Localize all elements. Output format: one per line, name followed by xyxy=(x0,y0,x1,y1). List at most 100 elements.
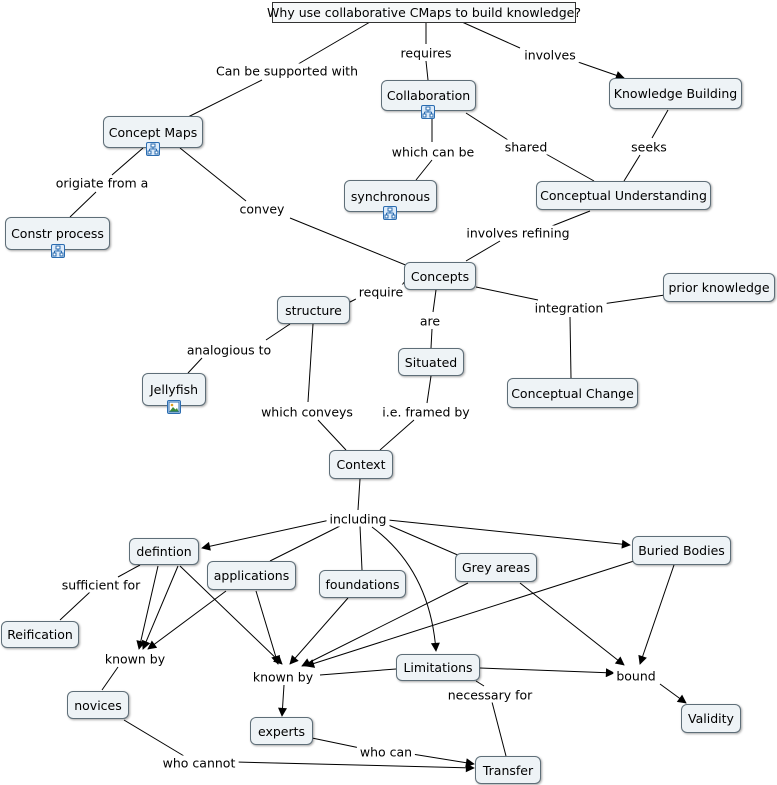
node-conceptual-change[interactable]: Conceptual Change xyxy=(507,378,638,408)
link-line xyxy=(623,154,641,182)
link-label-ie-framed-by: i.e. framed by xyxy=(379,404,473,420)
node-label: Conceptual Understanding xyxy=(540,188,707,203)
link-label-involves: involves xyxy=(521,47,579,63)
link-line xyxy=(187,79,263,118)
node-label: Collaboration xyxy=(386,88,471,103)
node-label: Why use collaborative CMaps to build kno… xyxy=(267,5,581,20)
link-line xyxy=(265,323,291,341)
link-line xyxy=(278,684,288,717)
node-situated[interactable]: Situated xyxy=(398,348,464,376)
concept-map-icon[interactable] xyxy=(51,244,65,258)
link-line xyxy=(142,565,179,650)
node-reification[interactable]: Reification xyxy=(1,621,79,648)
link-line xyxy=(59,591,91,621)
link-line xyxy=(179,147,247,202)
link-line xyxy=(551,210,591,227)
link-line xyxy=(289,597,349,665)
node-label: structure xyxy=(285,302,342,318)
node-label: Jellyfish xyxy=(149,382,199,397)
link-label-requires: requires xyxy=(397,45,455,61)
link-label-who-can: who can xyxy=(356,744,416,760)
link-label-require: require xyxy=(355,284,407,300)
node-label: Reification xyxy=(7,627,73,642)
concept-map-icon[interactable] xyxy=(421,105,435,119)
link-label-involves-refining: involves refining xyxy=(463,225,573,241)
link-label-which-can-be: which can be xyxy=(388,144,478,160)
node-label: novices xyxy=(74,697,122,713)
link-line xyxy=(379,419,415,451)
node-label: foundations xyxy=(325,576,400,592)
node-concepts[interactable]: Concepts xyxy=(404,262,476,290)
concept-map-icon[interactable] xyxy=(383,206,397,220)
node-label: Concept Maps xyxy=(108,124,198,140)
image-icon[interactable] xyxy=(167,400,181,414)
link-line xyxy=(425,60,429,81)
root-question-node[interactable]: Why use collaborative CMaps to build kno… xyxy=(267,2,581,23)
node-label: Conceptual Change xyxy=(511,385,634,401)
node-applications[interactable]: applications xyxy=(207,561,296,590)
link-line xyxy=(179,565,283,665)
node-validity[interactable]: Validity xyxy=(681,704,741,733)
node-novices[interactable]: novices xyxy=(67,691,129,719)
link-line xyxy=(519,582,625,666)
link-line xyxy=(301,582,469,667)
node-label: prior knowledge xyxy=(668,280,770,295)
link-line xyxy=(359,525,363,571)
node-foundations[interactable]: foundations xyxy=(319,570,406,598)
link-line xyxy=(317,419,347,451)
node-grey-areas[interactable]: Grey areas xyxy=(455,553,537,582)
link-label-bound: bound xyxy=(613,668,659,684)
link-label-convey: convey xyxy=(236,201,288,217)
link-line xyxy=(117,564,141,578)
link-line xyxy=(659,683,687,704)
node-conceptual-understanding[interactable]: Conceptual Understanding xyxy=(536,181,711,210)
node-transfer[interactable]: Transfer xyxy=(475,756,541,784)
link-label-known-by-novices: known by xyxy=(101,651,169,667)
link-label-necessary-for: necessary for xyxy=(444,687,536,703)
node-prior-knowledge[interactable]: prior knowledge xyxy=(663,273,775,302)
node-label: synchronous xyxy=(350,188,431,204)
link-line xyxy=(357,478,361,511)
link-line xyxy=(461,21,521,49)
node-label: Concepts xyxy=(410,268,470,284)
node-label: Situated xyxy=(404,354,458,370)
link-line xyxy=(387,519,631,549)
link-line xyxy=(255,590,280,665)
link-line xyxy=(426,375,432,404)
node-label: experts xyxy=(257,723,306,739)
link-line xyxy=(415,159,433,181)
node-label: Knowledge Building xyxy=(613,86,738,101)
link-line xyxy=(69,191,97,218)
node-label: Limitations xyxy=(403,660,473,675)
node-definition[interactable]: defintion xyxy=(129,538,199,565)
link-line xyxy=(101,666,119,691)
node-experts[interactable]: experts xyxy=(250,717,313,745)
link-label-are: are xyxy=(416,313,444,329)
node-limitations[interactable]: Limitations xyxy=(396,654,480,681)
link-line xyxy=(235,761,475,773)
concept-map-icon[interactable] xyxy=(146,142,160,156)
link-line xyxy=(638,564,675,665)
node-buried-bodies[interactable]: Buried Bodies xyxy=(632,536,731,565)
node-context[interactable]: Context xyxy=(329,450,393,479)
link-label-including: including xyxy=(326,511,390,527)
link-line xyxy=(430,328,433,349)
node-structure[interactable]: structure xyxy=(277,296,350,324)
node-knowledge-building[interactable]: Knowledge Building xyxy=(609,78,742,109)
link-line xyxy=(491,701,507,757)
link-label-can-be-supported-with: Can be supported with xyxy=(213,63,361,79)
link-line xyxy=(289,217,409,267)
link-label-which-conveys: which conveys xyxy=(258,404,356,420)
node-label: Validity xyxy=(688,711,734,726)
link-line xyxy=(136,565,159,650)
link-line xyxy=(601,294,666,305)
link-line xyxy=(479,667,615,678)
link-line xyxy=(569,316,572,379)
link-label-sufficient-for: sufficient for xyxy=(58,577,144,593)
link-line xyxy=(651,109,669,139)
link-line xyxy=(147,590,227,650)
link-label-seeks: seeks xyxy=(628,139,670,155)
link-line xyxy=(385,523,461,557)
link-line xyxy=(269,525,341,562)
